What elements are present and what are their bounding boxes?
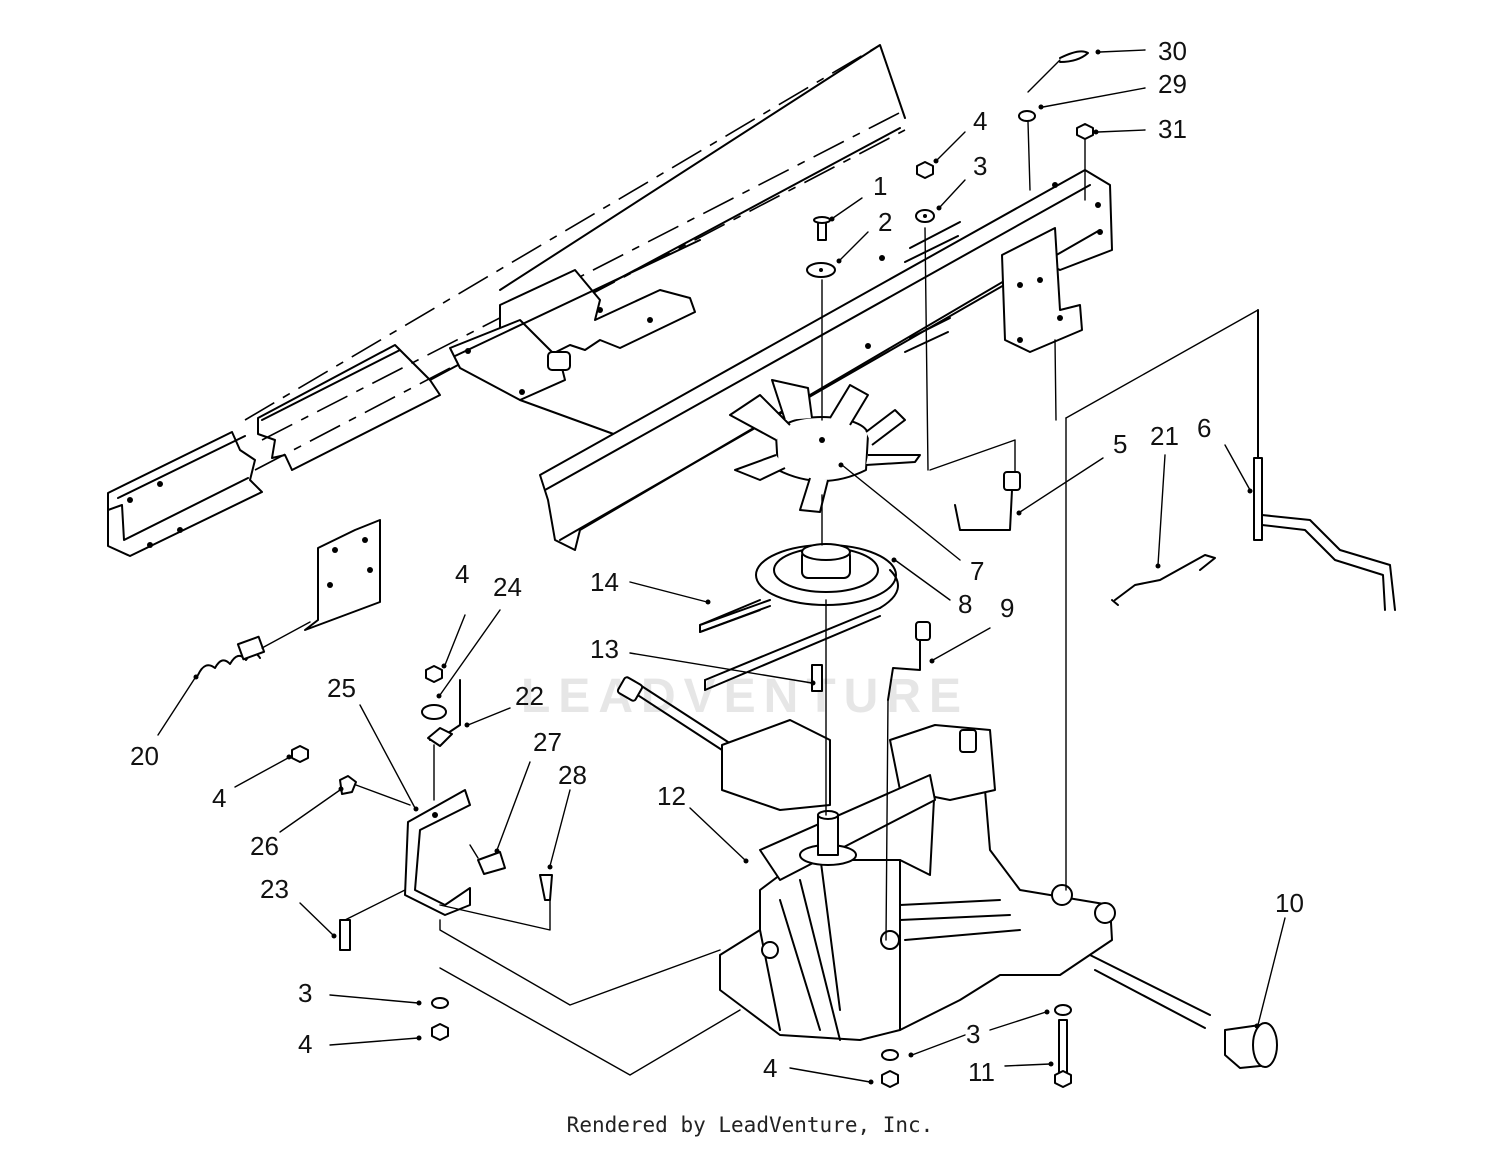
drive-belt bbox=[699, 569, 899, 691]
callout-20: 20 bbox=[130, 741, 159, 771]
spring-20 bbox=[197, 621, 311, 676]
watermark: LEADVENTURE bbox=[521, 670, 969, 723]
hydro-rod bbox=[929, 439, 1021, 531]
frame-rail-left bbox=[107, 44, 906, 557]
left-mounting-plate bbox=[304, 519, 381, 631]
callout-5: 5 bbox=[1113, 429, 1127, 459]
hardware-fan-mount bbox=[806, 216, 836, 816]
callout-7: 7 bbox=[970, 556, 984, 586]
callout-4: 4 bbox=[298, 1029, 312, 1059]
callout-12: 12 bbox=[657, 781, 686, 811]
cooling-fan bbox=[729, 379, 921, 513]
leader-lines bbox=[157, 49, 1286, 1085]
frame-bracket-center bbox=[449, 239, 701, 471]
control-rod-9 bbox=[885, 621, 931, 941]
callout-6: 6 bbox=[1197, 413, 1211, 443]
callout-3: 3 bbox=[966, 1019, 980, 1049]
frame-rail-right bbox=[539, 169, 1113, 551]
control-lever bbox=[1065, 309, 1396, 891]
callout-1: 1 bbox=[873, 171, 887, 201]
callout-4: 4 bbox=[763, 1053, 777, 1083]
bypass-rod bbox=[1111, 554, 1216, 606]
callout-24: 24 bbox=[493, 572, 522, 602]
callout-2: 2 bbox=[878, 207, 892, 237]
callout-23: 23 bbox=[260, 874, 289, 904]
callout-27: 27 bbox=[533, 727, 562, 757]
callout-4: 4 bbox=[973, 106, 987, 136]
callout-4: 4 bbox=[455, 559, 469, 589]
callout-4: 4 bbox=[212, 783, 226, 813]
callout-3: 3 bbox=[973, 151, 987, 181]
transaxle bbox=[616, 676, 1211, 1041]
frame-bracket-right bbox=[1001, 227, 1083, 421]
key-13 bbox=[811, 664, 823, 692]
callout-30: 30 bbox=[1158, 36, 1187, 66]
callout-29: 29 bbox=[1158, 69, 1187, 99]
hardware-left bbox=[291, 665, 741, 1076]
axle-sleeve bbox=[1224, 1022, 1278, 1069]
callout-22: 22 bbox=[515, 681, 544, 711]
hardware-bottom bbox=[881, 1004, 1072, 1088]
callout-25: 25 bbox=[327, 673, 356, 703]
drive-pulley bbox=[755, 543, 897, 606]
callout-labels: 30 29 31 4 3 1 2 5 21 6 7 8 9 14 13 4 24… bbox=[130, 36, 1304, 1087]
callout-10: 10 bbox=[1275, 888, 1304, 918]
callout-31: 31 bbox=[1158, 114, 1187, 144]
hardware-top-right bbox=[915, 50, 1094, 471]
callout-26: 26 bbox=[250, 831, 279, 861]
callout-3: 3 bbox=[298, 978, 312, 1008]
credit-line: Rendered by LeadVenture, Inc. bbox=[566, 1113, 934, 1137]
callout-9: 9 bbox=[1000, 593, 1014, 623]
callout-8: 8 bbox=[958, 589, 972, 619]
callout-28: 28 bbox=[558, 760, 587, 790]
callout-11: 11 bbox=[968, 1057, 995, 1087]
callout-13: 13 bbox=[590, 634, 619, 664]
callout-14: 14 bbox=[590, 567, 619, 597]
callout-21: 21 bbox=[1150, 421, 1179, 451]
